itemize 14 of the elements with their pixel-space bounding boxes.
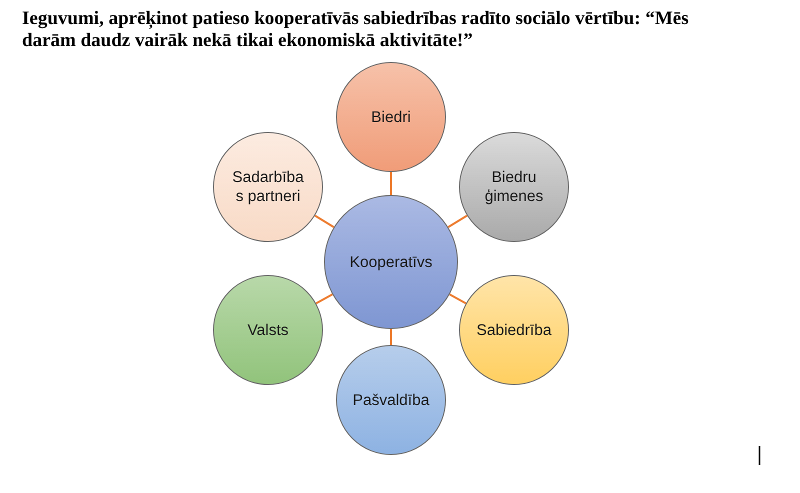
node-label: Biedri (370, 108, 412, 126)
connector-line (390, 172, 392, 195)
node-label: Biedru ģimenes (484, 168, 544, 206)
connector-line (449, 294, 466, 304)
node-label: Sadarbības partneri (232, 168, 304, 206)
node-label: Kooperatīvs (348, 252, 434, 272)
connector-line (448, 214, 468, 228)
diagram-title: Ieguvumi, aprēķinot patieso kooperatīvās sabiedrības radīto sociālo vērtību: “Mēs darām daudz vairāk nekā tikai ekonomiskā aktivitāte!” (22, 8, 690, 52)
connector-line (390, 329, 392, 345)
connector-line (316, 294, 333, 304)
connector-line (314, 214, 334, 228)
node-label: Pašvaldība (352, 390, 430, 410)
node-label: Sabiedrība (476, 320, 552, 340)
node-label: Valsts (246, 320, 290, 340)
